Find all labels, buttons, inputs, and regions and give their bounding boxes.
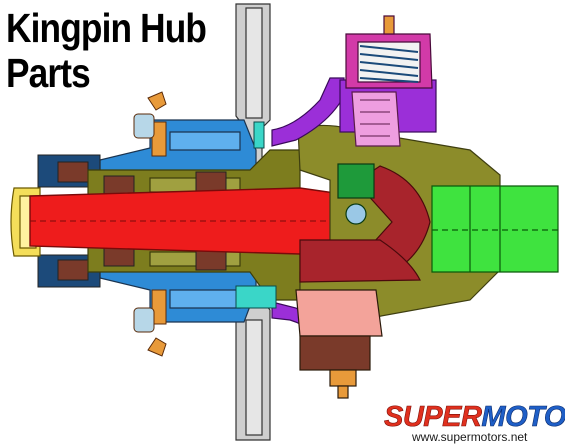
watermark-brand-motors: MOTORS [481, 401, 565, 433]
axle-tube [431, 185, 559, 273]
watermark-url: www.supermotors.net [412, 430, 528, 444]
kingpin-spring [345, 15, 433, 89]
kingpin-bushing [351, 91, 401, 147]
inner-bearings [103, 171, 227, 271]
watermark-brand-super: SUPER [384, 401, 483, 433]
lower-kingpin [295, 289, 383, 399]
title-line-1: Kingpin Hub [6, 5, 207, 51]
watermark-brand: SUPERMOTORS [384, 401, 565, 433]
u-joint [337, 163, 375, 225]
title-line-2: Parts [6, 50, 91, 96]
wheel-studs [133, 91, 167, 357]
diagram-title: Kingpin Hub Parts [6, 5, 207, 96]
supermotors-watermark: SUPERMOTORS www.supermotors.net [384, 401, 565, 446]
seal [235, 121, 277, 309]
